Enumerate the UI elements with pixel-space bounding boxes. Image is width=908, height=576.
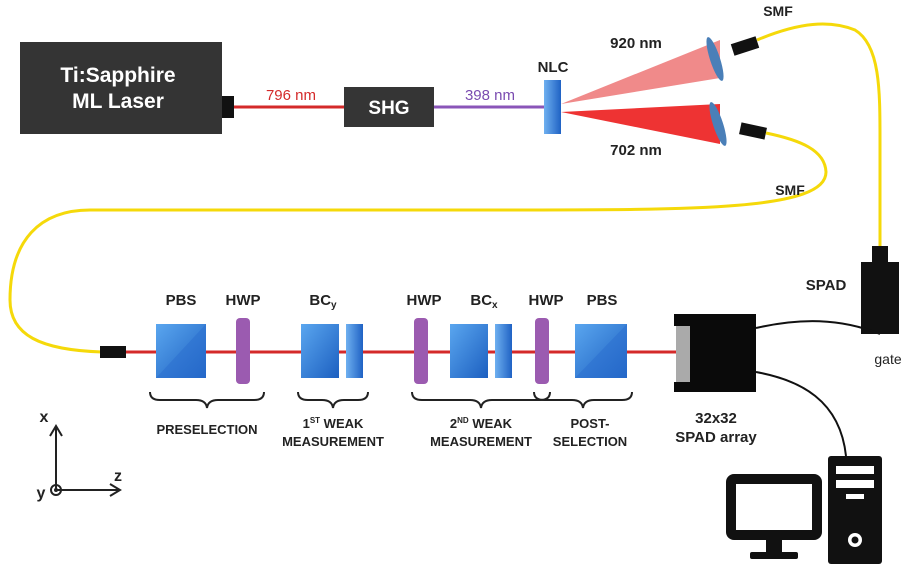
shg-box <box>344 87 434 127</box>
stage-post-line2: SELECTION <box>553 434 627 449</box>
computer-tower-icon <box>828 456 882 564</box>
stage-post-line1: POST- <box>570 416 609 431</box>
spad-array-window <box>676 326 690 382</box>
hwp3-plate <box>535 318 549 384</box>
brace-postselection <box>533 391 633 409</box>
stage-weak2-line1: 2ND WEAK <box>450 416 513 431</box>
lens-920nm <box>706 37 724 81</box>
label-796nm: 796 nm <box>266 87 316 104</box>
axis-z-label: z <box>114 468 122 485</box>
fiber-idler <box>8 131 828 354</box>
spad-array-camera <box>690 314 756 392</box>
cone-702nm <box>561 104 720 144</box>
hwp3-label: HWP <box>529 292 564 309</box>
pbs2-label: PBS <box>587 292 618 309</box>
shg-label: SHG <box>368 98 409 119</box>
spad-detector <box>861 262 899 334</box>
stage-weak1-line2: MEASUREMENT <box>282 434 384 449</box>
stage-weak2-line2: MEASUREMENT <box>430 434 532 449</box>
smf-label-mid: SMF <box>775 182 805 198</box>
laser-box <box>20 42 222 134</box>
bcx-crystal-b <box>495 324 512 378</box>
nlc-label: NLC <box>538 59 569 76</box>
coordinate-axes <box>49 424 122 497</box>
brace-preselection <box>149 391 265 409</box>
gate-label: gate <box>874 351 901 367</box>
laser-output-port <box>222 96 234 118</box>
pbs1-label: PBS <box>166 292 197 309</box>
pbs1-cube <box>156 324 206 378</box>
spad-array-label-line1: 32x32 <box>695 410 737 427</box>
gate-cable <box>755 320 881 335</box>
coupler-920nm <box>730 36 760 56</box>
pbs2-cube <box>575 324 627 378</box>
lens-702nm <box>709 102 727 146</box>
data-cable <box>755 371 847 457</box>
nlc-crystal <box>544 80 561 134</box>
stage-preselection: PRESELECTION <box>156 422 257 437</box>
label-920nm: 920 nm <box>610 35 662 52</box>
hwp2-plate <box>414 318 428 384</box>
bcy-crystal-b <box>346 324 363 378</box>
spad-array-frame-bottom <box>674 382 690 392</box>
spad-connector <box>872 246 888 264</box>
axis-y-dot <box>54 488 58 492</box>
bcy-crystal-a <box>301 324 339 378</box>
spad-array-label-line2: SPAD array <box>675 429 757 446</box>
smf-label-top: SMF <box>763 3 793 19</box>
hwp1-plate <box>236 318 250 384</box>
laser-label-line1: Ti:Sapphire <box>60 64 175 87</box>
spad-array-frame <box>674 314 690 326</box>
brace-weak2 <box>411 391 551 409</box>
brace-weak1 <box>297 391 369 409</box>
bcy-label: BCy <box>309 292 337 311</box>
hwp2-label: HWP <box>407 292 442 309</box>
label-398nm: 398 nm <box>465 87 515 104</box>
spad-label: SPAD <box>806 277 847 294</box>
coupler-702nm <box>739 122 767 140</box>
fiber-signal <box>756 22 882 250</box>
axis-y-label: y <box>37 485 46 502</box>
bcx-crystal-a <box>450 324 488 378</box>
input-coupler <box>100 346 126 358</box>
computer-monitor-icon <box>726 474 822 559</box>
laser-label-line2: ML Laser <box>72 90 164 113</box>
hwp1-label: HWP <box>226 292 261 309</box>
axis-x-label: x <box>40 409 49 426</box>
label-702nm: 702 nm <box>610 142 662 159</box>
bcx-label: BCx <box>470 292 498 311</box>
cone-920nm <box>561 40 720 104</box>
stage-weak1-line1: 1ST WEAK <box>303 416 364 431</box>
